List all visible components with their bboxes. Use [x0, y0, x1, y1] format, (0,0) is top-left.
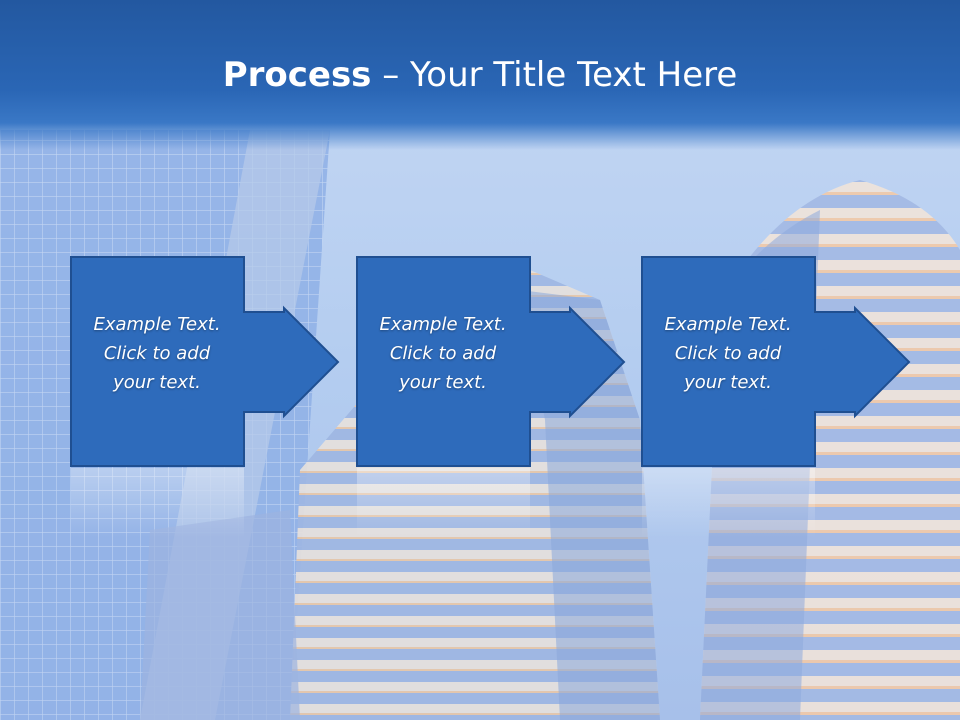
step-line-3: your text. [113, 372, 201, 393]
step-line-1: Example Text. [664, 314, 792, 335]
step-text: Example Text. Click to add your text. [358, 310, 528, 397]
title-rest-text: – Your Title Text Here [371, 55, 738, 95]
step-line-1: Example Text. [93, 314, 221, 335]
step-line-2: Click to add [674, 343, 782, 364]
step-line-3: your text. [399, 372, 487, 393]
step-reflection [357, 468, 530, 538]
slide-title[interactable]: Process – Your Title Text Here [0, 52, 960, 98]
step-reflection [642, 468, 815, 538]
arrow-right-icon [641, 256, 911, 467]
step-line-2: Click to add [389, 343, 497, 364]
step-line-2: Click to add [103, 343, 211, 364]
step-line-3: your text. [684, 372, 772, 393]
arrow-right-icon [70, 256, 340, 467]
process-step-3[interactable]: Example Text. Click to add your text. [641, 256, 911, 468]
step-text: Example Text. Click to add your text. [72, 310, 242, 397]
process-step-2[interactable]: Example Text. Click to add your text. [356, 256, 626, 468]
title-bar [0, 0, 960, 150]
arrow-right-icon [356, 256, 626, 467]
step-line-1: Example Text. [379, 314, 507, 335]
title-bold-text: Process [222, 55, 372, 95]
process-step-1[interactable]: Example Text. Click to add your text. [70, 256, 340, 468]
step-reflection [71, 468, 244, 538]
step-text: Example Text. Click to add your text. [643, 310, 813, 397]
